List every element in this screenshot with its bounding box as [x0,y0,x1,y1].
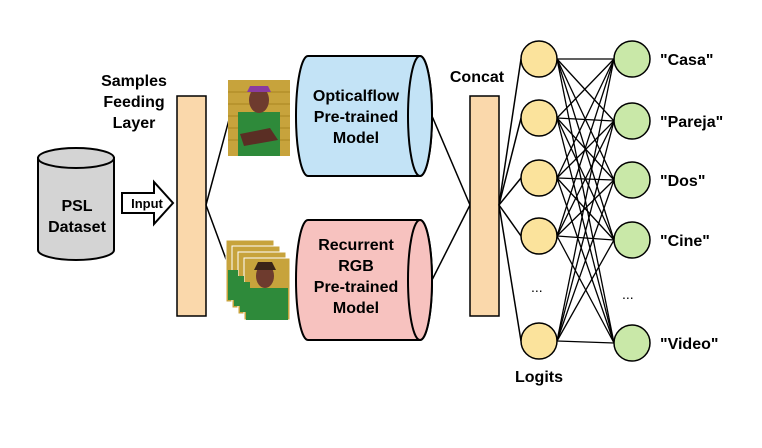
logits-to-outputs-connections [556,58,615,344]
models-to-concat-lines [431,115,471,281]
logits-layer: ... Logits [515,40,563,386]
opticalflow-label-line3: Model [333,130,379,147]
opticalflow-label-line1: Opticalflow [313,88,400,105]
logit-node [520,40,558,78]
opticalflow-label-line2: Pre-trained [314,109,398,126]
opticalflow-pretrained-model: Opticalflow Pre-trained Model [295,55,433,177]
rgb-frames-stack [225,239,291,321]
dense-connection-line [556,179,615,342]
dense-connection-line [556,58,615,119]
output-node [613,102,651,140]
input-arrow-label: Input [131,196,163,211]
rgb-model-label-line4: Model [333,300,379,317]
dense-connection-line [556,58,615,179]
dense-connection-line [556,58,615,237]
logits-label: Logits [515,369,563,386]
output-label-casa: "Casa" [660,52,713,69]
output-node [613,221,651,259]
samples-layer-label-line3: Layer [113,115,156,132]
concat-layer [469,95,500,317]
concat-connection-line [498,58,522,206]
outputs-ellipsis: ... [622,286,634,302]
rgb-model-label-line3: Pre-trained [314,279,398,296]
dense-connection-line [556,179,615,237]
concat-connection-line [498,177,522,206]
concat-connection-line [498,204,522,342]
psl-dataset-cylinder: PSL Dataset [37,147,115,261]
input-arrow: Input [121,179,175,227]
logit-node [520,217,558,255]
dense-connection-line [556,120,615,342]
rgb-model-label-line1: Recurrent [318,237,394,254]
output-label-dos: "Dos" [660,173,705,190]
concat-to-logits-lines [498,58,522,342]
concat-connection-line [498,117,522,206]
concat-label: Concat [450,69,505,86]
logit-node [520,159,558,197]
dense-connection-line [556,58,615,342]
dataset-label-line1: PSL [61,198,92,215]
samples-feeding-layer [176,95,207,317]
dataset-label-line2: Dataset [48,219,106,236]
output-label-cine: "Cine" [660,233,710,250]
output-label-video: "Video" [660,336,718,353]
opticalflow-frame-image [228,80,290,156]
dense-connection-line [556,177,615,241]
output-layer: ... "Casa" "Pareja" "Dos" "Cine" "Video" [613,40,723,362]
samples-layer-label-line1: Samples [101,73,167,90]
dense-connection-line [556,340,615,344]
output-label-pareja: "Pareja" [660,114,723,131]
dense-connection-line [556,120,615,237]
logits-ellipsis: ... [531,279,543,295]
output-node [613,40,651,78]
dense-connection-line [556,235,615,241]
samples-layer-label-line2: Feeding [103,94,164,111]
logit-node [520,99,558,137]
concat-connection-line [498,204,522,237]
dense-connection-line [556,58,615,122]
rgb-model-label-line2: RGB [338,258,374,275]
recurrent-rgb-pretrained-model: Recurrent RGB Pre-trained Model [295,219,433,341]
dense-connection-line [556,239,615,342]
output-node [613,161,651,199]
logit-node [520,322,558,360]
output-node [613,324,651,362]
